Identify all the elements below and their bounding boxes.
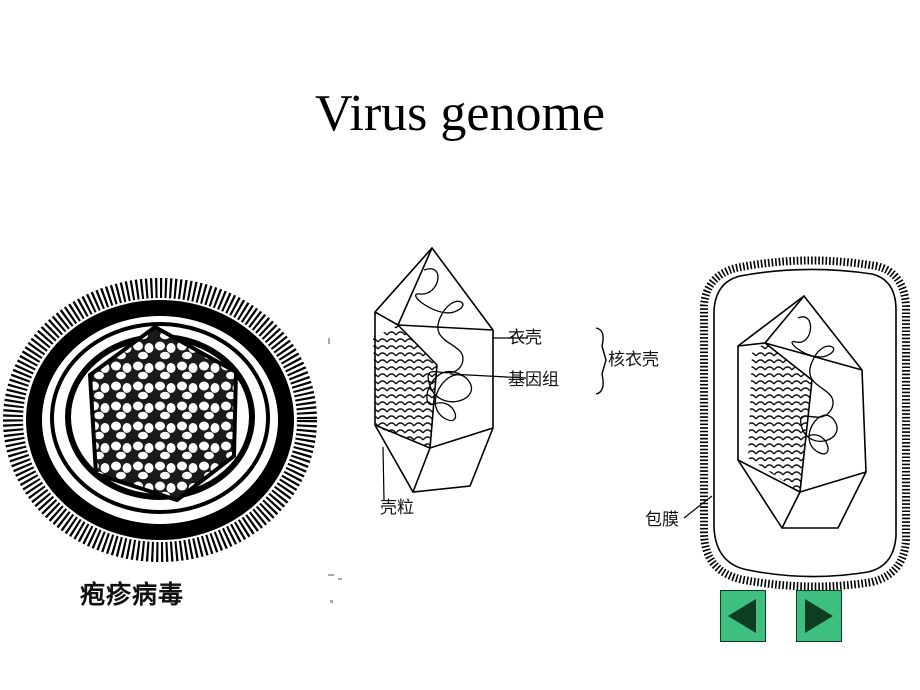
triangle-right-icon — [805, 599, 833, 633]
previous-slide-button[interactable] — [720, 590, 766, 642]
triangle-left-icon — [728, 599, 756, 633]
nucleocapsid-figure — [373, 246, 607, 501]
slide-title: Virus genome — [314, 85, 606, 142]
next-slide-button[interactable] — [796, 590, 842, 642]
capsomer-label: 壳粒 — [380, 498, 414, 518]
capsid-label: 衣壳 — [508, 328, 542, 348]
herpes-virus-caption: 疱疹病毒 — [80, 580, 185, 609]
enveloped-virus-figure — [683, 256, 910, 591]
herpes-virus-figure — [3, 278, 317, 562]
scan-artifacts — [328, 338, 342, 603]
nucleocapsid-label: 核衣壳 — [608, 350, 659, 370]
genome-label: 基因组 — [508, 370, 559, 390]
envelope-label: 包膜 — [645, 510, 679, 530]
